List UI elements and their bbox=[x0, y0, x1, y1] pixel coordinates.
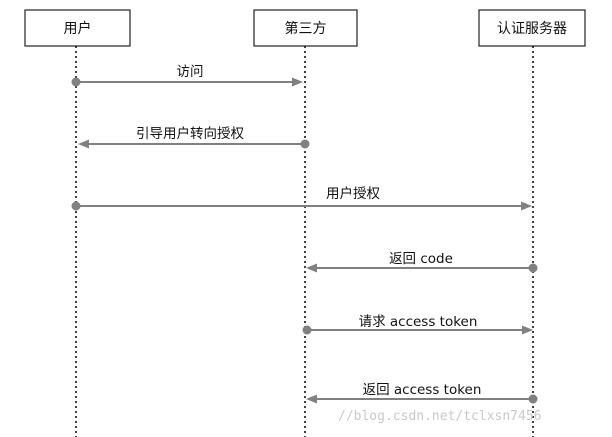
message-redirect-authorize-start-dot bbox=[300, 139, 310, 149]
message-request-token: 请求 access token bbox=[302, 314, 533, 335]
actor-user-label: 用户 bbox=[64, 20, 92, 37]
message-visit-arrowhead bbox=[292, 77, 303, 87]
actor-user-box bbox=[24, 9, 131, 47]
message-request-token-label: 请求 access token bbox=[359, 314, 478, 330]
message-visit: 访问 bbox=[71, 64, 303, 87]
message-return-code-arrowhead bbox=[306, 263, 317, 273]
message-visit-start-dot bbox=[71, 77, 81, 87]
actor-user: 用户 bbox=[24, 9, 131, 47]
message-redirect-authorize: 引导用户转向授权 bbox=[78, 125, 310, 149]
actor-auth-server-label: 认证服务器 bbox=[497, 21, 567, 37]
message-return-token: 返回 access token bbox=[306, 382, 538, 404]
watermark-text: //blog.csdn.net/tclxsn7456 bbox=[338, 409, 542, 424]
message-return-code-start-dot bbox=[528, 263, 538, 273]
message-user-authorize-arrowhead bbox=[521, 201, 532, 211]
message-return-token-label: 返回 access token bbox=[363, 382, 482, 398]
message-user-authorize-start-dot bbox=[71, 201, 81, 211]
actor-third-party-label: 第三方 bbox=[285, 20, 327, 37]
message-user-authorize-label: 用户授权 bbox=[326, 185, 380, 202]
message-redirect-authorize-label: 引导用户转向授权 bbox=[136, 125, 244, 142]
message-request-token-arrowhead bbox=[522, 325, 533, 335]
messages: 访问 引导用户转向授权 用户授权 返回 code 请求 acce bbox=[71, 64, 538, 404]
message-return-code-label: 返回 code bbox=[389, 251, 453, 267]
message-user-authorize: 用户授权 bbox=[71, 185, 532, 211]
message-redirect-authorize-arrowhead bbox=[78, 139, 89, 149]
message-visit-label: 访问 bbox=[177, 64, 204, 80]
message-return-code: 返回 code bbox=[306, 251, 538, 273]
message-return-token-arrowhead bbox=[306, 394, 317, 404]
message-return-token-start-dot bbox=[528, 394, 538, 404]
message-request-token-start-dot bbox=[302, 325, 312, 335]
actor-auth-server: 认证服务器 bbox=[478, 9, 586, 47]
actor-third-party-box bbox=[253, 9, 358, 47]
actor-auth-server-box bbox=[478, 9, 586, 47]
actor-third-party: 第三方 bbox=[253, 9, 358, 47]
